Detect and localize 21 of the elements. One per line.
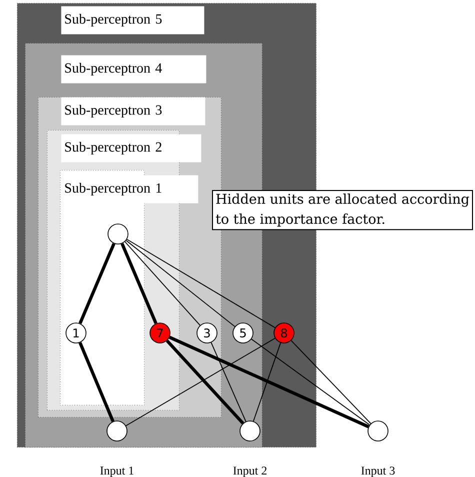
input-label: Input 1 (100, 466, 134, 477)
connection-line (252, 342, 282, 422)
connection-line (120, 242, 158, 324)
input-label: Input 3 (361, 466, 395, 477)
connection-line (168, 336, 370, 428)
unit-circle (106, 420, 128, 442)
unit-circle (240, 420, 260, 442)
unit-circle (108, 224, 128, 244)
connection-line (78, 242, 116, 324)
connection-line (78, 342, 114, 422)
connection-line (210, 342, 246, 422)
connection-line (126, 338, 276, 426)
connection-line (166, 340, 244, 424)
connection-line (124, 241, 200, 326)
unit-circle (368, 420, 388, 442)
connection-line (250, 338, 370, 426)
callout-box: Hidden units are allocated according to the importance factor. (212, 190, 473, 230)
connection-line (126, 238, 276, 328)
connection-line (126, 240, 236, 327)
input-label: Input 2 (233, 466, 266, 477)
connection-line (290, 340, 372, 424)
